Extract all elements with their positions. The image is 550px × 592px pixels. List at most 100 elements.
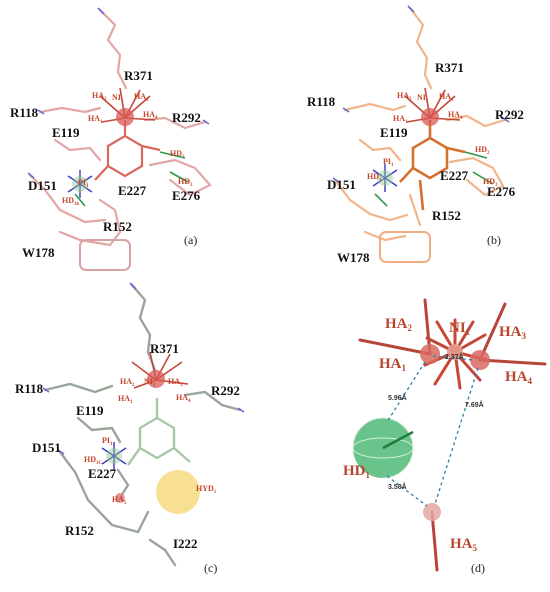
label-c-e119: E119: [76, 403, 104, 418]
panel-d-letter: (d): [471, 561, 485, 575]
panel-c-nitrogen-tips: [42, 282, 245, 455]
label-c-r371: R371: [150, 341, 179, 356]
label-e119: E119: [52, 125, 80, 140]
pharm-a-pi1: PI1: [78, 178, 89, 189]
label-c-d151: D151: [32, 440, 61, 455]
pharm-d-ha4: HA4: [505, 369, 533, 386]
panel-a-nitrogen-tips: [27, 7, 210, 179]
panel-c-ni-sphere: [147, 370, 165, 388]
panel-a-pi-ring: [67, 170, 93, 198]
panel-c-letter: (c): [204, 561, 217, 575]
pharm-a-ni1: NI1: [112, 93, 124, 104]
distance-ha1-hd1: 5.96Å: [388, 393, 407, 402]
label-c-i222: I222: [173, 536, 198, 551]
pharm-d-ha2: HA2: [385, 316, 413, 333]
pharm-a-hd2: HD2: [170, 149, 185, 160]
distance-ha4-ha5: 7.69Å: [465, 400, 484, 409]
panel-d-ha1-sphere: [420, 344, 440, 364]
pharm-b-ha4: HA4: [448, 110, 463, 121]
label-c-r292: R292: [211, 383, 240, 398]
label-r292: R292: [172, 110, 201, 125]
panel-b-ni-sphere: [421, 108, 439, 126]
pharm-d-hd1: HD1: [343, 463, 371, 480]
panel-c-pi-ring: [101, 442, 127, 470]
label-r118: R118: [10, 105, 39, 120]
panel-d-ni-sphere: [447, 344, 463, 360]
pharm-c-hd1c: HD1C: [84, 455, 103, 466]
label-b-e119: E119: [380, 125, 408, 140]
pharm-a-ha2: HA2: [92, 91, 107, 102]
label-b-r371: R371: [435, 60, 464, 75]
panel-c-ligand: [127, 398, 191, 466]
pharm-c-hyd1: HYD1: [196, 484, 217, 495]
label-c-r152: R152: [65, 523, 94, 538]
panel-c-protein-sticks: [43, 283, 242, 567]
pharm-c-ni1: NI1: [144, 377, 156, 388]
pharm-b-ha1: HA1: [393, 114, 408, 125]
panel-b-nitrogen-tips: [332, 5, 510, 183]
pharm-b-hd1: HD1: [367, 172, 382, 183]
pharm-a-ha3: HA3: [134, 92, 149, 103]
panel-d-hd-sphere: [352, 417, 414, 479]
label-b-r292: R292: [495, 107, 524, 122]
pharm-d-ha1: HA1: [379, 356, 407, 373]
panel-b-figure: R371 R118 R292 E119 D151 E227 E276 R152 …: [307, 5, 524, 265]
panel-a-ni-sphere: [116, 108, 134, 126]
pharm-d-ni1: NI1: [449, 320, 471, 337]
pharm-d-ha3: HA3: [499, 324, 527, 341]
label-e276: E276: [172, 188, 201, 203]
pharm-c-ha3: HA3: [168, 377, 183, 388]
panel-c-hyd-sphere: [156, 470, 200, 514]
panel-a-protein-sticks: [28, 8, 212, 247]
panel-a-figure: R371 R118 R292 E119 D151 E227 E276 R152 …: [10, 7, 212, 271]
panel-c-figure: R371 R118 R292 E119 D151 E227 R152 I222 …: [15, 282, 245, 575]
panel-b-letter: (b): [487, 233, 501, 247]
label-r152: R152: [103, 219, 132, 234]
panel-b-pi-ring: [372, 164, 398, 192]
panel-d-ha4-sphere: [470, 350, 490, 370]
pharm-d-ha5: HA5: [450, 536, 478, 553]
pharm-b-ha2: HA2: [397, 91, 412, 102]
pharm-b-ha3: HA3: [439, 92, 454, 103]
label-b-d151: D151: [327, 177, 356, 192]
pharm-a-ha1: HA1: [88, 114, 103, 125]
panel-d-ha5-sphere: [423, 503, 441, 521]
panel-b-protein-sticks: [333, 6, 507, 242]
panel-d: 2.37Å 5.96Å 7.69Å 3.58Å HA2 NI1 HA3 HA1 …: [275, 280, 550, 592]
label-b-r152: R152: [432, 208, 461, 223]
pharm-c-ha5: HA5: [112, 495, 127, 506]
panel-a-letter: (a): [184, 233, 197, 247]
panel-a: R371 R118 R292 E119 D151 E227 E276 R152 …: [0, 0, 275, 280]
pharm-a-ha4: HA4: [143, 110, 158, 121]
label-b-e227: E227: [440, 168, 469, 183]
label-c-r118: R118: [15, 381, 44, 396]
pharm-c-pi1: PI1: [102, 436, 113, 447]
label-b-e276: E276: [487, 184, 516, 199]
panel-b-w178-ring: [379, 231, 431, 263]
pharm-c-ha1: HA1: [118, 394, 133, 405]
panel-d-pharmacophore: 2.37Å 5.96Å 7.69Å 3.58Å HA2 NI1 HA3 HA1 …: [343, 298, 547, 575]
pharm-b-ni1: NI1: [417, 93, 429, 104]
pharm-a-hd3: HD3: [178, 177, 193, 188]
pharm-c-ha4: HA4: [176, 393, 191, 404]
panel-c-ha5-sphere: [115, 493, 125, 503]
label-d151: D151: [28, 178, 57, 193]
label-r371: R371: [124, 68, 153, 83]
panel-d-distance-lines: [386, 355, 479, 507]
pharm-c-ha2: HA2: [120, 377, 135, 388]
panel-c: R371 R118 R292 E119 D151 E227 R152 I222 …: [0, 280, 275, 592]
pharm-b-pi1: PI1: [383, 157, 394, 168]
pharm-b-hd3: HD3: [483, 177, 498, 188]
pharm-b-hd2: HD2: [475, 145, 490, 156]
pharm-a-hd1b: HD1b: [62, 196, 80, 207]
panel-b-ligand: [399, 120, 466, 211]
panel-a-ligand: [94, 120, 161, 181]
panel-d-ha-arrows: [358, 298, 547, 572]
label-e227: E227: [118, 183, 147, 198]
label-c-e227: E227: [88, 466, 117, 481]
label-b-r118: R118: [307, 94, 336, 109]
panel-b-donor-arrows: [374, 151, 494, 207]
panel-a-donor-arrows: [74, 151, 189, 207]
panel-a-w178-ring: [79, 239, 131, 271]
distance-ha1-ha4: 2.37Å: [445, 352, 464, 361]
